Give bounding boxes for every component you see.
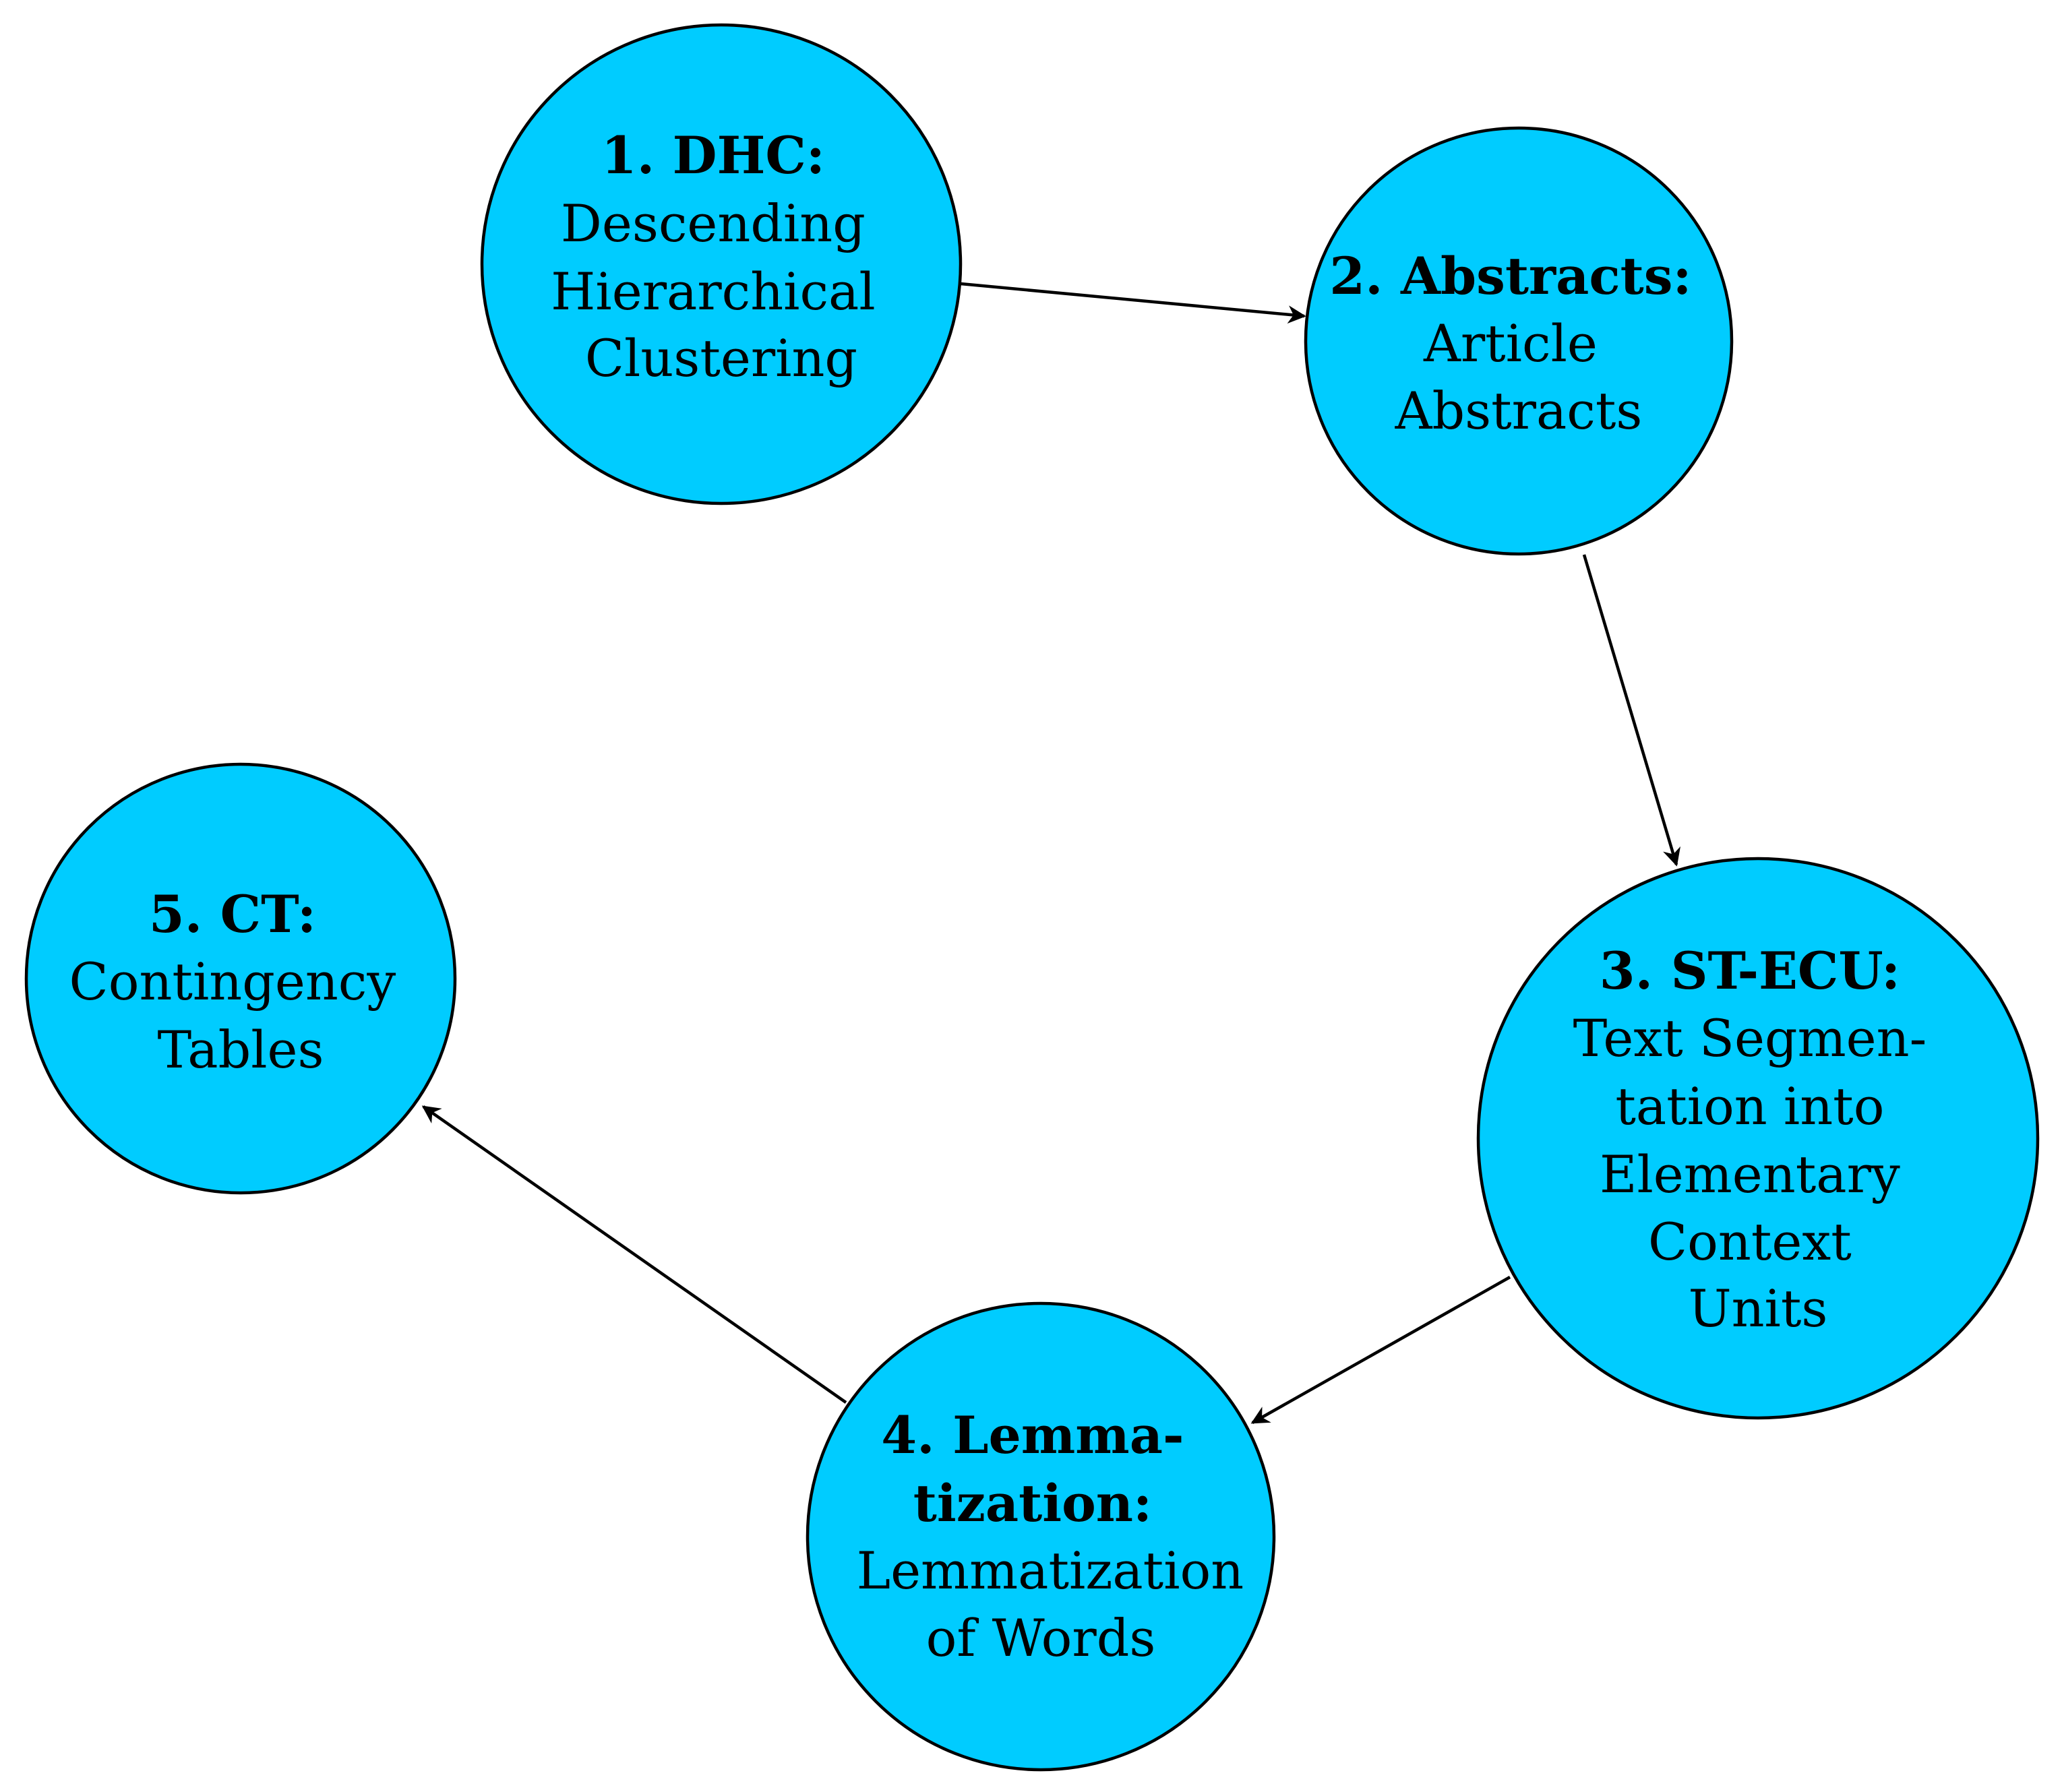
node-lemmatization-line: Lemmatization <box>857 1541 1244 1601</box>
edge-abstracts-to-st-ecu <box>1582 554 1681 867</box>
node-abstracts-line: Abstracts <box>1395 381 1643 441</box>
node-ct-circle <box>24 762 457 1195</box>
node-ct-line: Contingency <box>69 952 396 1012</box>
node-dhc-title: 1. DHC: <box>601 125 825 185</box>
node-dhc-line: Descending <box>561 193 866 253</box>
node-st-ecu-line: Text Segmen- <box>1573 1008 1927 1068</box>
edges <box>421 282 1681 1424</box>
node-st-ecu-line: Elementary <box>1600 1144 1900 1204</box>
node-ct-title: 5. CT: <box>149 884 316 944</box>
node-st-ecu-line: Units <box>1689 1278 1828 1338</box>
node-lemmatization-title-cont: tization: <box>913 1473 1152 1533</box>
node-dhc-line: Hierarchical <box>551 261 876 321</box>
node-lemmatization: 4. Lemma- tization: Lemmatization of Wor… <box>806 1301 1276 1772</box>
node-dhc-line: Clustering <box>585 328 857 388</box>
node-st-ecu: 3. ST-ECU: Text Segmen- tation into Elem… <box>1476 857 2040 1420</box>
node-abstracts-line: Article <box>1423 313 1598 373</box>
node-st-ecu-circle <box>1476 857 2040 1420</box>
node-ct: 5. CT: Contingency Tables <box>24 762 457 1195</box>
node-st-ecu-title: 3. ST-ECU: <box>1600 941 1900 1001</box>
node-abstracts-circle <box>1304 126 1734 556</box>
node-dhc-circle <box>480 23 963 505</box>
node-abstracts-label: 2. Abstracts: Article Abstracts <box>1329 246 1707 441</box>
node-st-ecu-label: 3. ST-ECU: Text Segmen- tation into Elem… <box>1573 941 1943 1338</box>
node-dhc-label: 1. DHC: Descending Hierarchical Clusteri… <box>551 125 892 388</box>
node-abstracts-title: 2. Abstracts: <box>1329 246 1691 306</box>
node-ct-line: Tables <box>157 1020 324 1080</box>
node-abstracts: 2. Abstracts: Article Abstracts <box>1304 126 1734 556</box>
node-lemmatization-circle <box>806 1301 1276 1772</box>
node-ct-label: 5. CT: Contingency Tables <box>69 884 413 1080</box>
node-lemmatization-label: 4. Lemma- tization: Lemmatization of Wor… <box>857 1405 1261 1668</box>
node-st-ecu-line: tation into <box>1615 1076 1884 1136</box>
node-lemmatization-title: 4. Lemma- <box>881 1405 1184 1465</box>
node-st-ecu-line: Context <box>1648 1212 1852 1272</box>
edge-dhc-to-abstracts <box>960 282 1306 324</box>
edge-lemmatization-to-ct <box>421 1105 847 1404</box>
edge-st-ecu-to-lemmatization <box>1250 1276 1511 1424</box>
node-dhc: 1. DHC: Descending Hierarchical Clusteri… <box>480 23 963 505</box>
node-lemmatization-line: of Words <box>926 1608 1156 1668</box>
